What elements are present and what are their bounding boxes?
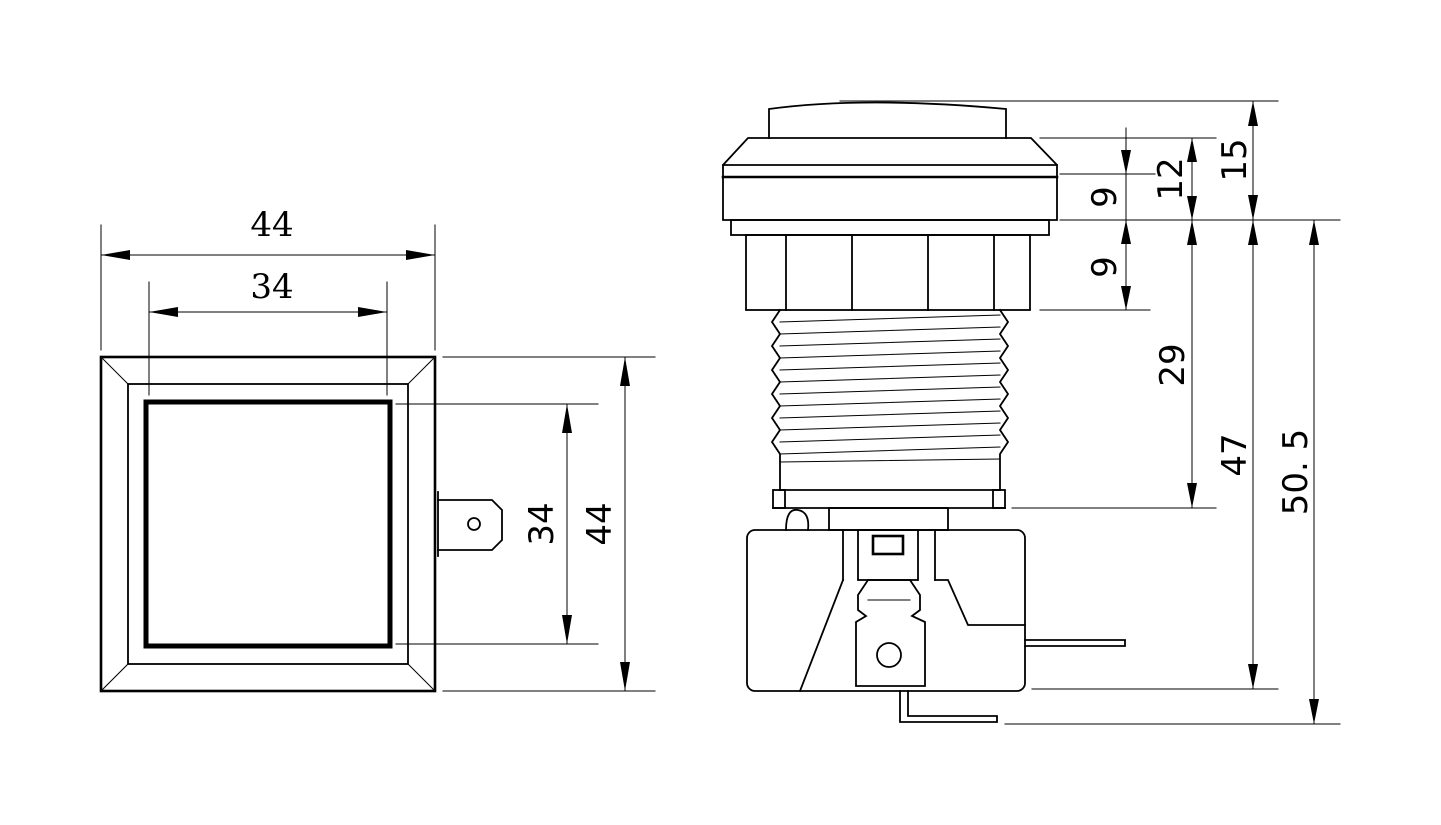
arrowhead xyxy=(620,662,630,691)
terminal-tab xyxy=(437,499,503,551)
lens-square xyxy=(143,399,393,649)
terminal-pin-right xyxy=(1024,639,1126,647)
flange-ring xyxy=(730,219,1050,236)
inner-bezel xyxy=(127,383,409,665)
bevel-line xyxy=(407,663,436,692)
arrowhead xyxy=(149,307,178,317)
bevel-line xyxy=(100,356,129,385)
bezel-top xyxy=(722,137,1058,221)
side-view: 9 12 15 9 29 47 50. 5 xyxy=(721,100,1341,725)
latch-bump xyxy=(785,508,810,531)
switch-line xyxy=(798,578,845,693)
arrowhead xyxy=(562,615,572,644)
plunger xyxy=(871,534,905,556)
hex-nut xyxy=(745,234,1031,311)
dim-bezel-total-label: 12 xyxy=(1151,157,1191,200)
arrowhead xyxy=(1248,101,1258,126)
dim-body-label: 29 xyxy=(1153,343,1193,386)
outer-bezel xyxy=(99,355,437,693)
arrowhead xyxy=(1309,220,1319,245)
terminal-hole xyxy=(467,517,481,531)
actuator-hole xyxy=(876,642,902,668)
arrowhead xyxy=(1121,150,1131,174)
arrowhead xyxy=(1121,286,1131,310)
arrowhead xyxy=(358,307,387,317)
dim-inner-width-label: 34 xyxy=(250,267,293,307)
arrowhead xyxy=(101,250,130,260)
arrowhead xyxy=(1121,220,1131,244)
switch-neck xyxy=(828,507,949,531)
terminal-pin-bottom xyxy=(899,690,998,723)
dim-nut-label: 9 xyxy=(1085,256,1125,278)
dim-top-total-label: 15 xyxy=(1215,138,1255,181)
arrowhead xyxy=(1187,138,1197,162)
clip-right xyxy=(992,489,1006,509)
arrowhead xyxy=(1309,699,1319,724)
dim-outer-width-label: 44 xyxy=(250,205,293,245)
switch-lever xyxy=(934,579,1026,626)
push-cap xyxy=(768,101,1007,139)
arrowhead xyxy=(562,404,572,433)
actuator-block xyxy=(855,579,926,687)
arrowhead xyxy=(1248,195,1258,220)
dim-overall-label: 50. 5 xyxy=(1276,429,1316,516)
dim-cap-label: 9 xyxy=(1085,186,1125,208)
front-view: 44 34 34 44 xyxy=(99,205,656,693)
dim-full-body-label: 47 xyxy=(1215,433,1255,476)
clip-left xyxy=(772,489,786,509)
dim-inner-height-label: 34 xyxy=(522,502,562,545)
bevel-line xyxy=(100,663,129,692)
bevel-line xyxy=(407,356,436,385)
arrowhead xyxy=(406,250,435,260)
arrowhead xyxy=(1187,196,1197,220)
threaded-body xyxy=(770,308,1010,491)
arrowhead xyxy=(1248,220,1258,245)
arrowhead xyxy=(1248,664,1258,689)
arrowhead xyxy=(620,357,630,386)
arrowhead xyxy=(1187,220,1197,245)
dim-outer-height-label: 44 xyxy=(580,502,620,545)
arrowhead xyxy=(1187,483,1197,508)
